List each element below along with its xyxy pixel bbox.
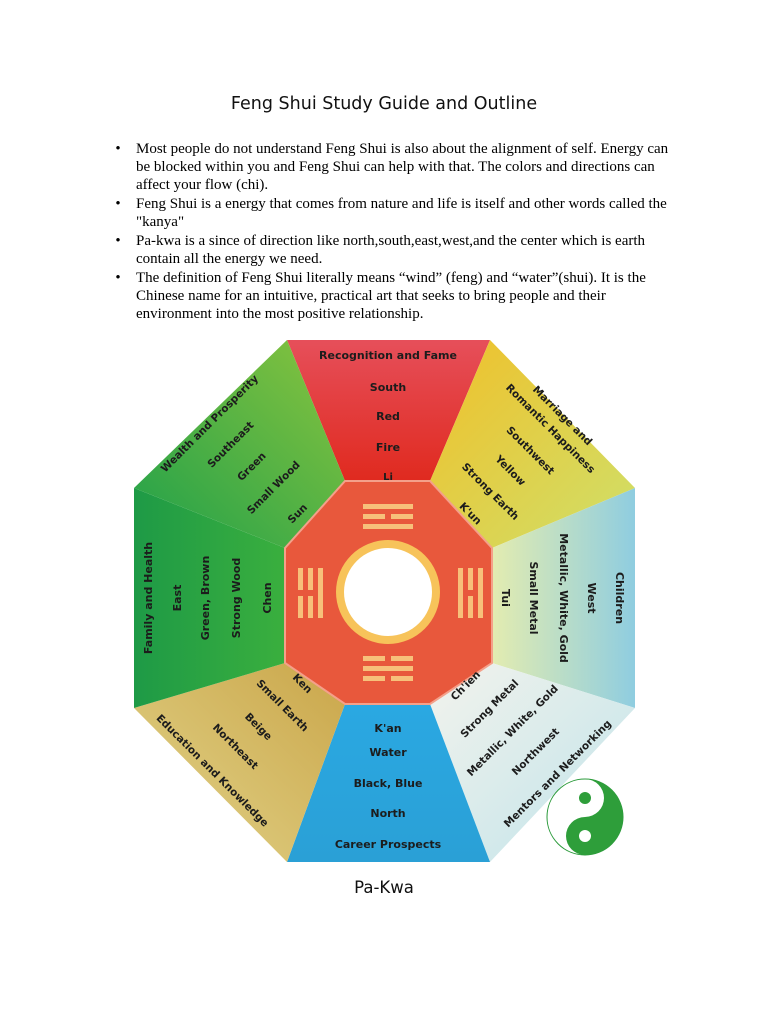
list-item: • Pa-kwa is a since of direction like nor… — [113, 232, 673, 268]
center-inner — [344, 548, 432, 636]
north-label-3: North — [370, 807, 405, 820]
trigram-lines — [298, 504, 483, 681]
list-item: • Feng Shui is a energy that comes from n… — [113, 195, 673, 231]
south-label-3: Fire — [376, 441, 400, 454]
south-label-1: South — [370, 381, 406, 394]
sector-northeast — [134, 663, 345, 862]
east-label-2: Green, Brown — [199, 556, 212, 641]
bullet-text: Pa-kwa is a since of direction like nort… — [136, 233, 646, 267]
sector-east — [134, 488, 285, 708]
list-item: • Most people do not understand Feng Shui… — [113, 140, 673, 194]
bullet-text: Most people do not understand Feng Shui … — [136, 141, 669, 193]
sector-southeast — [134, 340, 345, 548]
bullet-text: Feng Shui is a energy that comes from na… — [136, 196, 667, 230]
west-label-0: Children — [613, 572, 626, 624]
north-label-2: Black, Blue — [354, 777, 423, 790]
bullet-marker: • — [115, 270, 121, 286]
figure-caption: Pa-Kwa — [354, 878, 414, 897]
bullet-marker: • — [115, 141, 121, 157]
bullet-list: • Most people do not understand Feng Shui… — [113, 140, 673, 324]
page-title: Feng Shui Study Guide and Outline — [230, 94, 538, 114]
east-label-1: East — [171, 585, 184, 612]
north-label-0: K'an — [374, 722, 401, 735]
sector-northwest — [430, 663, 635, 862]
east-label-3: Strong Wood — [230, 558, 243, 638]
sector-north — [287, 704, 490, 862]
east-label-4: Chen — [261, 582, 274, 613]
sector-west — [492, 488, 635, 708]
north-label-1: Water — [369, 746, 407, 759]
pa-kwa-diagram: Recognition and Fame South Red Fire Li K… — [134, 340, 635, 862]
south-label-4: Li — [383, 472, 393, 483]
west-label-2: Metallic, White, Gold — [557, 533, 570, 663]
south-label-0: Recognition and Fame — [319, 349, 457, 362]
bullet-text: The definition of Feng Shui literally me… — [136, 270, 646, 322]
west-label-1: West — [585, 582, 598, 613]
west-label-3: Small Metal — [527, 561, 540, 634]
west-label-4: Tui — [499, 589, 512, 607]
list-item: • The definition of Feng Shui literally m… — [113, 269, 673, 323]
bullet-marker: • — [115, 196, 121, 212]
east-label-0: Family and Health — [142, 542, 155, 654]
sector-southwest — [430, 340, 635, 548]
south-label-2: Red — [376, 410, 400, 423]
north-label-4: Career Prospects — [335, 838, 442, 851]
sector-south — [287, 340, 490, 481]
yin-yang-icon — [546, 778, 624, 856]
bullet-marker: • — [115, 233, 121, 249]
